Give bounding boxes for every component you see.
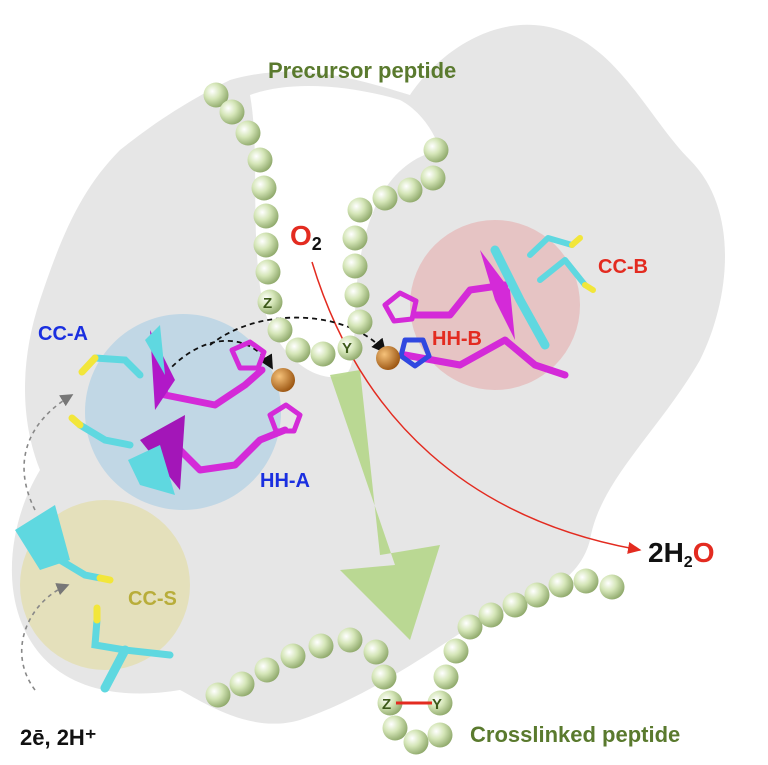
hh-b-site-region xyxy=(410,220,580,390)
peptide-bead xyxy=(433,664,459,690)
cc-s-cysteines xyxy=(15,505,174,693)
peptide-bead xyxy=(347,309,373,335)
peptide-bead xyxy=(524,582,550,608)
residue-z-bottom: Z xyxy=(382,696,391,713)
peptide-bead xyxy=(397,177,423,203)
peptide-bead xyxy=(427,690,453,716)
peptide-bead xyxy=(229,671,255,697)
cc-a-label: CC-A xyxy=(38,323,88,345)
hh-a-label: HH-A xyxy=(260,470,310,492)
peptide-bead xyxy=(337,627,363,653)
peptide-bead xyxy=(443,638,469,664)
peptide-bead xyxy=(203,82,229,108)
electrons-protons-label: 2ē, 2H⁺ xyxy=(20,725,96,750)
reaction-arrow xyxy=(330,370,440,640)
residue-z-top: Z xyxy=(263,295,272,312)
hh-b-label: HH-B xyxy=(432,328,482,350)
peptide-bead xyxy=(253,232,279,258)
peptide-bead xyxy=(347,197,373,223)
peptide-bead xyxy=(344,282,370,308)
peptide-bead xyxy=(255,259,281,285)
peptide-bead xyxy=(382,715,408,741)
peptide-bead xyxy=(310,341,336,367)
hh-b-cc-b-residues xyxy=(382,235,596,379)
peptide-bead xyxy=(257,289,283,315)
oxygen-label: O2 xyxy=(290,220,322,254)
peptide-bead xyxy=(423,137,449,163)
peptide-bead xyxy=(247,147,273,173)
peptide-bead xyxy=(219,99,245,125)
peptide-bead xyxy=(377,690,403,716)
protein-surface xyxy=(11,24,726,724)
peptide-bead xyxy=(253,203,279,229)
peptide-bead xyxy=(403,729,429,755)
residue-y-top: Y xyxy=(342,340,352,357)
precursor-peptide-beads xyxy=(203,82,449,367)
peptide-bead xyxy=(372,185,398,211)
peptide-bead xyxy=(502,592,528,618)
precursor-peptide-label: Precursor peptide xyxy=(268,58,456,83)
cc-b-label: CC-B xyxy=(598,256,648,278)
peptide-bead xyxy=(342,253,368,279)
crosslinked-peptide-beads xyxy=(205,568,625,755)
water-label: 2H2O xyxy=(648,537,714,571)
peptide-bead xyxy=(267,317,293,343)
peptide-bead xyxy=(420,165,446,191)
peptide-bead xyxy=(308,633,334,659)
cc-a-cysteines xyxy=(68,325,175,495)
peptide-bead xyxy=(251,175,277,201)
peptide-bead xyxy=(478,602,504,628)
peptide-bead xyxy=(427,722,453,748)
peptide-bead xyxy=(342,225,368,251)
peptide-bead xyxy=(254,657,280,683)
peptide-bead xyxy=(337,335,363,361)
electron-transfer-arrow-b xyxy=(209,316,387,354)
metal-ion-a xyxy=(271,368,295,392)
peptide-bead xyxy=(548,572,574,598)
cc-s-label: CC-S xyxy=(128,588,177,610)
peptide-bead xyxy=(280,643,306,669)
electron-relay-arrow xyxy=(23,394,74,511)
peptide-bead xyxy=(205,682,231,708)
peptide-bead xyxy=(457,614,483,640)
peptide-bead xyxy=(573,568,599,594)
peptide-bead xyxy=(371,664,397,690)
peptide-bead xyxy=(599,574,625,600)
peptide-bead xyxy=(235,120,261,146)
oxygen-to-water-arrow xyxy=(311,261,642,554)
electron-input-arrow xyxy=(20,583,70,691)
peptide-bead xyxy=(363,639,389,665)
peptide-bead xyxy=(285,337,311,363)
metal-ion-b xyxy=(376,346,400,370)
crosslinked-peptide-label: Crosslinked peptide xyxy=(470,722,680,747)
residue-y-bottom: Y xyxy=(432,696,442,713)
